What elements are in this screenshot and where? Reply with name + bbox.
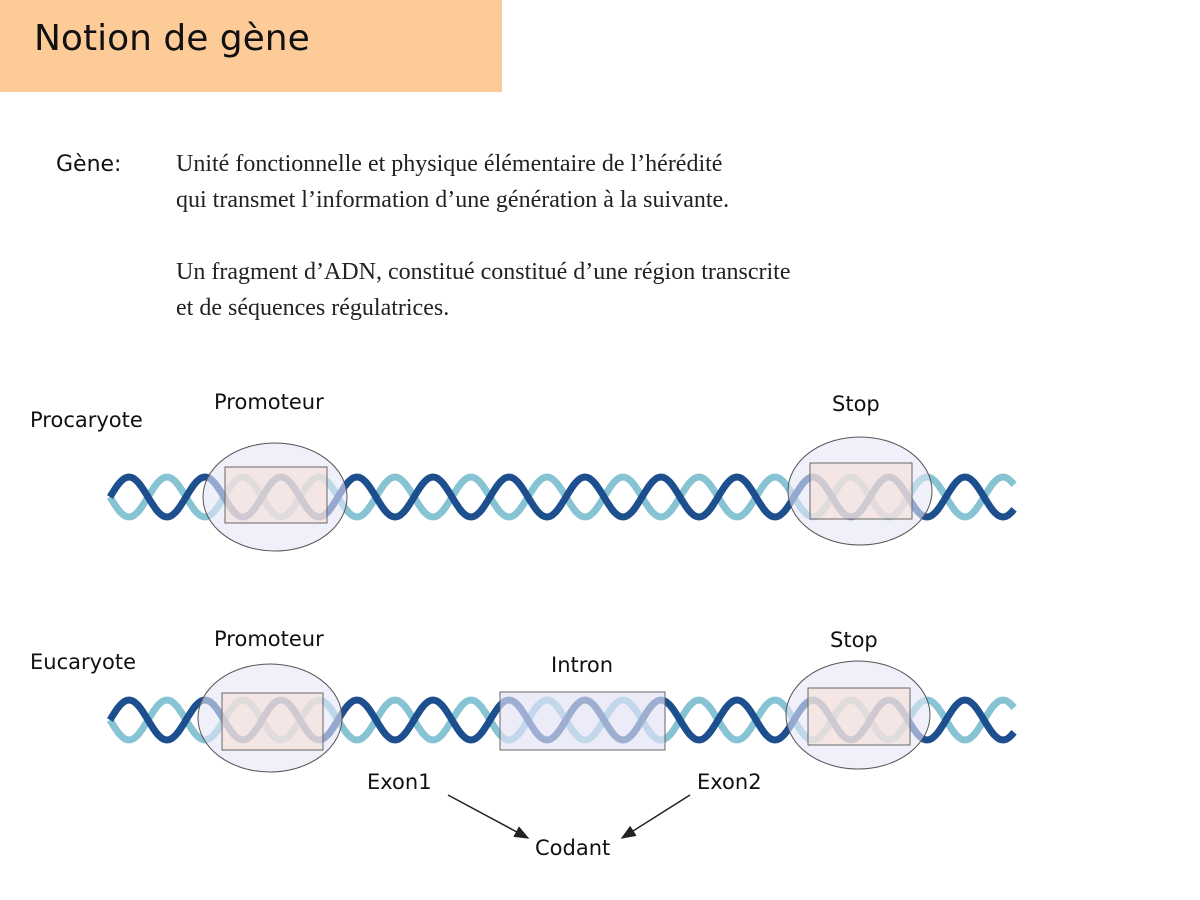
eucaryote-label: Eucaryote bbox=[30, 650, 137, 674]
definition-line-2: qui transmet l’information d’une générat… bbox=[176, 187, 730, 213]
exon2-label: Exon2 bbox=[697, 770, 762, 794]
arrow-exon1 bbox=[447, 794, 530, 839]
procaryote-label: Procaryote bbox=[30, 408, 143, 432]
promoter-label-procaryote: Promoteur bbox=[214, 390, 324, 414]
intron-box bbox=[499, 691, 666, 751]
definition-line-3: Un fragment d’ADN, constitué constitué d… bbox=[176, 259, 791, 285]
definition-term: Gène: bbox=[56, 152, 122, 177]
page-title: Notion de gène bbox=[34, 18, 310, 59]
stop-label-eucaryote: Stop bbox=[830, 628, 878, 652]
title-banner: Notion de gène bbox=[0, 0, 502, 92]
arrow-exon2 bbox=[620, 794, 691, 839]
exon1-label: Exon1 bbox=[367, 770, 432, 794]
intron-label: Intron bbox=[551, 653, 614, 677]
stop-box-procaryote bbox=[809, 462, 913, 520]
stop-box-eucaryote bbox=[807, 687, 911, 746]
promoter-box-procaryote bbox=[224, 466, 328, 524]
promoter-box-eucaryote bbox=[221, 692, 324, 751]
definition-line-4: et de séquences régulatrices. bbox=[176, 295, 450, 321]
promoter-label-eucaryote: Promoteur bbox=[214, 627, 324, 651]
stop-label-procaryote: Stop bbox=[832, 392, 880, 416]
definition-line-1: Unité fonctionnelle et physique élémenta… bbox=[176, 151, 723, 177]
coding-label: Codant bbox=[535, 836, 611, 860]
